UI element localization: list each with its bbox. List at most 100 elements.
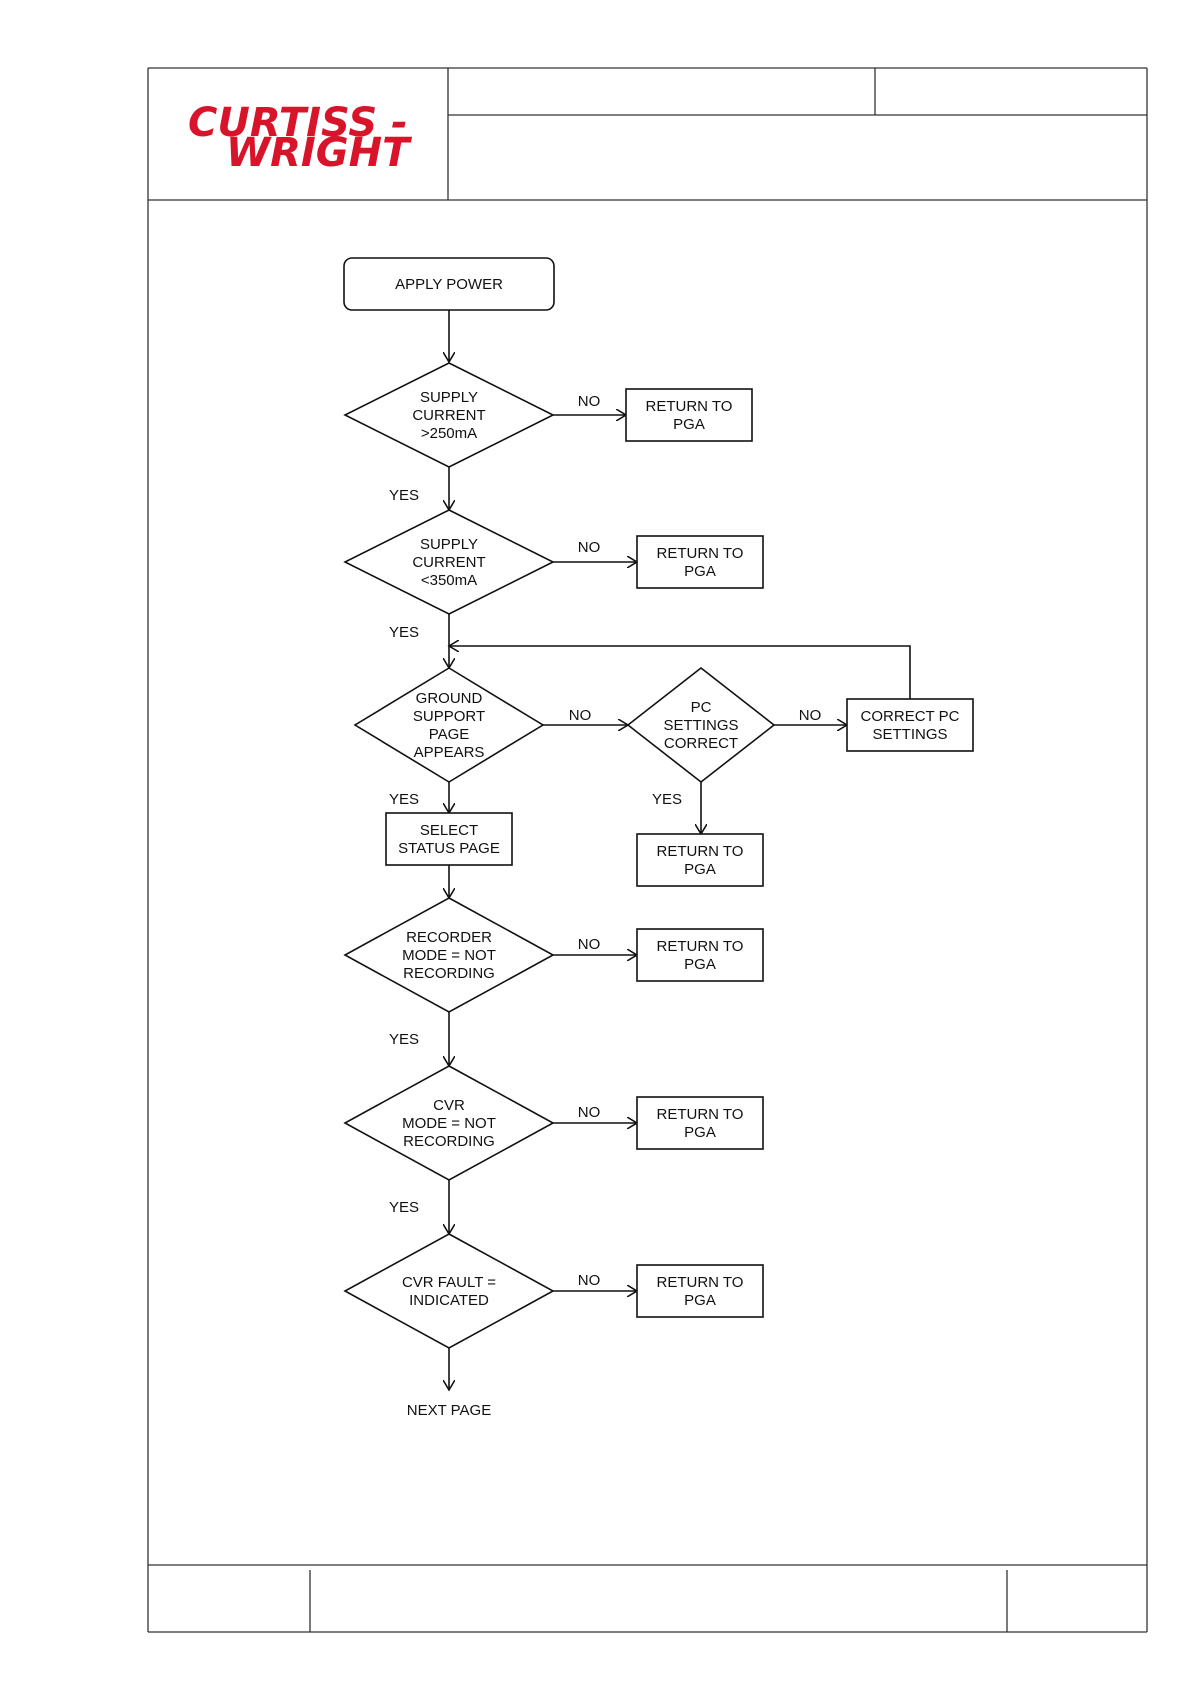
- node-label-line: CURRENT: [412, 554, 485, 571]
- node-label-line: MODE = NOT: [402, 1115, 496, 1132]
- flowchart: NO YES NO YES NO NO YES YES NO YES NO YES NO APPLY P…: [343, 257, 974, 1419]
- flowchart-edges: NO YES NO YES NO NO YES YES NO YES NO YES NO: [389, 310, 911, 1390]
- node-label-line: RECORDING: [403, 1133, 495, 1150]
- edge-label-no: NO: [578, 1104, 601, 1121]
- node-label-line: SETTINGS: [872, 726, 947, 743]
- decision-diamond: [343, 1065, 555, 1181]
- node-label-line: RECORDER: [406, 929, 492, 946]
- page-frame: [147, 67, 1148, 1632]
- flow-edge-pc-settings-to-return-pga-3: YES: [652, 782, 701, 834]
- node-label-line: RETURN TO: [657, 545, 744, 562]
- process-box: [846, 698, 974, 752]
- flow-edge-ground-support-page-to-pc-settings: NO: [543, 707, 628, 725]
- node-label-line: RECORDING: [403, 965, 495, 982]
- node-label-line: PGA: [684, 1124, 716, 1141]
- edge-label-yes: YES: [389, 487, 419, 504]
- flow-edge-supply-current-low-to-return-pga-2: NO: [553, 539, 637, 562]
- process-box: [636, 535, 764, 589]
- edge-label-no: NO: [578, 1272, 601, 1289]
- flow-edge-cvr-fault-to-return-pga-6: NO: [553, 1272, 637, 1291]
- flow-edge-cvr-mode-to-return-pga-5: NO: [553, 1104, 637, 1123]
- node-label-line: PGA: [684, 563, 716, 580]
- node-label-line: >250mA: [421, 425, 477, 442]
- node-label-line: MODE = NOT: [402, 947, 496, 964]
- node-label-line: SELECT: [420, 822, 478, 839]
- flow-edge-pc-settings-to-correct-pc-settings: NO: [774, 707, 847, 725]
- node-label-line: CVR: [433, 1097, 465, 1114]
- process-box: [385, 812, 513, 866]
- node-label-line: RETURN TO: [657, 938, 744, 955]
- flow-node-apply-power: APPLY POWER: [343, 257, 555, 311]
- decision-diamond: [343, 509, 555, 615]
- node-label-line: PGA: [684, 1292, 716, 1309]
- node-label-line: RETURN TO: [657, 1274, 744, 1291]
- page-footer: [148, 1564, 1147, 1633]
- process-box: [636, 833, 764, 887]
- node-label-line: PGA: [684, 861, 716, 878]
- node-label-line: PC: [691, 699, 712, 716]
- flow-edge-supply-current-low-to-ground-support-page: YES: [389, 614, 449, 668]
- edge-label-yes: YES: [389, 1199, 419, 1216]
- curtiss-wright-logo: CURTISS - WRIGHT: [188, 100, 412, 176]
- node-label-line: NEXT PAGE: [407, 1402, 491, 1419]
- edge-label-no: NO: [578, 539, 601, 556]
- node-label-line: PAGE: [429, 726, 470, 743]
- flow-edge-ground-support-page-to-select-status-page: YES: [389, 782, 449, 813]
- flow-edge-cvr-mode-to-cvr-fault: YES: [389, 1180, 449, 1234]
- flow-edge-recorder-mode-to-cvr-mode: YES: [389, 1012, 449, 1066]
- edge-label-no: NO: [578, 936, 601, 953]
- node-label-line: APPLY POWER: [395, 276, 503, 293]
- decision-diamond: [343, 897, 555, 1013]
- edge-label-yes: YES: [389, 624, 419, 641]
- node-label-line: CORRECT: [664, 735, 738, 752]
- flow-edge-supply-current-high-to-return-pga-1: NO: [553, 393, 626, 415]
- flow-edge-recorder-mode-to-return-pga-4: NO: [553, 936, 637, 955]
- flow-node-cvr-fault: CVR FAULT =INDICATED: [343, 1233, 555, 1349]
- node-label-line: GROUND: [416, 690, 483, 707]
- flow-arrow: [449, 646, 911, 699]
- edge-label-yes: YES: [389, 791, 419, 808]
- edge-label-no: NO: [569, 707, 592, 724]
- flow-edge-correct-pc-settings-to-ground-support-page: [449, 646, 911, 699]
- node-label-line: SUPPORT: [413, 708, 485, 725]
- node-label-line: SUPPLY: [420, 389, 478, 406]
- process-box: [636, 928, 764, 982]
- node-label-line: PGA: [684, 956, 716, 973]
- node-label-line: SETTINGS: [663, 717, 738, 734]
- node-label-line: CURRENT: [412, 407, 485, 424]
- node-label-line: INDICATED: [409, 1292, 489, 1309]
- node-label-line: PGA: [673, 416, 705, 433]
- node-label-line: <350mA: [421, 572, 477, 589]
- flow-edge-supply-current-high-to-supply-current-low: YES: [389, 467, 449, 510]
- node-label-line: SUPPLY: [420, 536, 478, 553]
- terminal-shape: [343, 257, 555, 311]
- node-label-line: APPEARS: [414, 744, 485, 761]
- process-box: [625, 388, 753, 442]
- node-label-line: CORRECT PC: [861, 708, 960, 725]
- edge-label-no: NO: [799, 707, 822, 724]
- decision-diamond: [626, 666, 776, 784]
- process-box: [636, 1096, 764, 1150]
- edge-label-yes: YES: [652, 791, 682, 808]
- logo-line-1: CURTISS -: [188, 100, 408, 146]
- node-label-line: RETURN TO: [646, 398, 733, 415]
- edge-label-yes: YES: [389, 1031, 419, 1048]
- node-label-line: RETURN TO: [657, 1106, 744, 1123]
- node-label-line: RETURN TO: [657, 843, 744, 860]
- logo-line-2: WRIGHT: [226, 130, 412, 176]
- node-label-line: STATUS PAGE: [398, 840, 500, 857]
- process-box: [636, 1264, 764, 1318]
